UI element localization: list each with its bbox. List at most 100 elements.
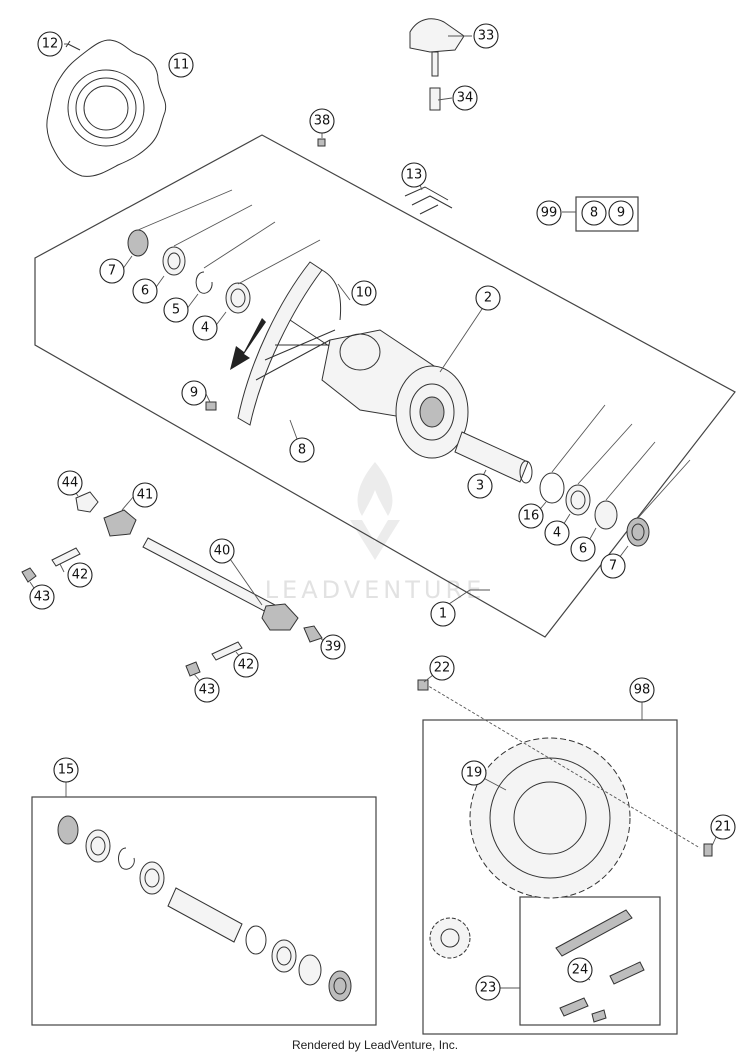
callout-4-right: 4 [544, 520, 570, 546]
wheel-assembly-frame [34, 134, 736, 638]
svg-text:41: 41 [137, 488, 154, 503]
callout-6-left: 6 [132, 278, 158, 304]
svg-text:38: 38 [314, 114, 331, 129]
callout-10: 10 [351, 280, 377, 306]
callout-42-left: 42 [67, 562, 93, 588]
callout-34: 34 [452, 85, 478, 111]
svg-text:1: 1 [439, 607, 447, 622]
callout-33: 33 [473, 23, 499, 49]
svg-text:43: 43 [199, 683, 216, 698]
callout-43-left: 43 [29, 584, 55, 610]
svg-text:40: 40 [214, 544, 231, 559]
svg-text:43: 43 [34, 590, 51, 605]
svg-text:98: 98 [634, 683, 651, 698]
callout-23: 23 [475, 975, 501, 1001]
svg-text:42: 42 [238, 658, 255, 673]
svg-text:21: 21 [715, 820, 732, 835]
sprocket-bolt [417, 679, 429, 691]
rotation-arrow [230, 318, 266, 370]
callout-1: 1 [430, 601, 456, 627]
callout-21: 21 [710, 814, 736, 840]
callout-11: 11 [168, 52, 194, 78]
callout-4-left: 4 [192, 315, 218, 341]
svg-text:2: 2 [484, 291, 492, 306]
svg-text:10: 10 [356, 286, 373, 301]
callout-24: 24 [567, 957, 593, 983]
watermark-logo: LEADVENTURE [265, 462, 486, 604]
svg-text:8: 8 [590, 206, 598, 221]
callout-3: 3 [467, 473, 493, 499]
svg-text:99: 99 [541, 206, 558, 221]
svg-text:39: 39 [325, 640, 342, 655]
svg-text:12: 12 [42, 37, 59, 52]
svg-text:7: 7 [609, 559, 617, 574]
svg-text:22: 22 [434, 661, 451, 676]
svg-text:11: 11 [173, 58, 190, 73]
axle-assembly [21, 491, 323, 677]
callout-8-kit: 8 [581, 200, 607, 226]
rear-sprocket [469, 737, 631, 899]
valve-cap [317, 138, 326, 147]
sprocket-kit-box [422, 719, 678, 1035]
svg-text:9: 9 [190, 386, 198, 401]
callout-44: 44 [57, 470, 83, 496]
svg-text:44: 44 [62, 476, 79, 491]
svg-text:4: 4 [553, 526, 561, 541]
sprocket-bolt-line [424, 683, 701, 849]
callout-42-right: 42 [233, 652, 259, 678]
svg-text:16: 16 [523, 509, 540, 524]
drive-chain [555, 909, 645, 1023]
brake-disc [46, 39, 167, 177]
svg-text:24: 24 [572, 963, 589, 978]
callout-99: 99 [536, 200, 562, 226]
callout-39: 39 [320, 634, 346, 660]
svg-text:19: 19 [466, 766, 483, 781]
svg-text:3: 3 [476, 479, 484, 494]
callout-7-right: 7 [600, 553, 626, 579]
front-sprocket [429, 917, 471, 959]
rim-bolt [205, 401, 217, 411]
callout-22: 22 [429, 655, 455, 681]
wheel-hub [321, 329, 469, 459]
callout-41: 41 [132, 482, 158, 508]
callout-40: 40 [209, 538, 235, 564]
callout-7-left: 7 [99, 258, 125, 284]
svg-text:15: 15 [58, 763, 75, 778]
callout-13: 13 [401, 162, 427, 188]
sprocket-nut [703, 843, 713, 857]
svg-text:33: 33 [478, 29, 495, 44]
callout-5: 5 [163, 297, 189, 323]
footer-credit: Rendered by LeadVenture, Inc. [291, 1038, 459, 1052]
callout-6-right: 6 [570, 536, 596, 562]
callout-9-kit: 9 [608, 200, 634, 226]
svg-text:6: 6 [579, 542, 587, 557]
right-bearing-leaders [551, 404, 691, 519]
svg-text:13: 13 [406, 168, 423, 183]
bearing-kit-box [31, 796, 377, 1026]
chain-kit-box [519, 896, 661, 1026]
bearing-kit-parts [57, 815, 352, 1002]
bearing-leaders [137, 189, 321, 285]
right-bearing-stack [539, 472, 650, 547]
svg-text:6: 6 [141, 284, 149, 299]
callout-16: 16 [518, 503, 544, 529]
callout-9-rim: 9 [181, 380, 207, 406]
svg-text:8: 8 [298, 443, 306, 458]
callout-98: 98 [629, 677, 655, 703]
callout-19: 19 [461, 760, 487, 786]
callout-15: 15 [53, 757, 79, 783]
chain-guide-pad [409, 18, 465, 111]
axle-leaders [227, 555, 490, 611]
disc-bolt [65, 40, 81, 51]
callout-43-right: 43 [194, 677, 220, 703]
spoke-nipples [404, 186, 453, 215]
svg-text:5: 5 [172, 303, 180, 318]
wheel-rim [237, 261, 351, 426]
callout-8-rim: 8 [289, 437, 315, 463]
watermark-text: LEADVENTURE [265, 576, 486, 604]
svg-text:7: 7 [108, 264, 116, 279]
kit-99-box [575, 196, 639, 232]
svg-text:9: 9 [617, 206, 625, 221]
svg-text:34: 34 [457, 91, 474, 106]
